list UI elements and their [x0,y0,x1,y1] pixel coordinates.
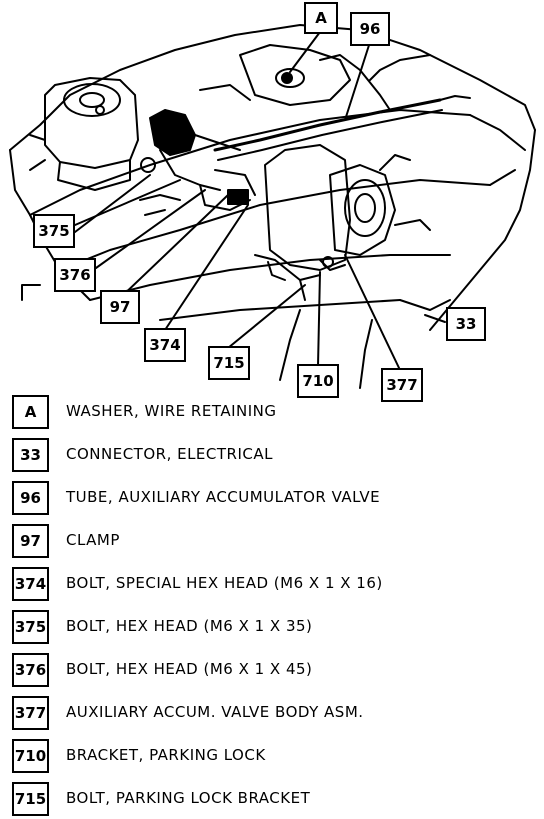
legend-row: 710 BRACKET, PARKING LOCK [0,736,544,776]
legend-code: 710 [12,739,49,773]
legend-row: 377 AUXILIARY ACCUM. VALVE BODY ASM. [0,693,544,733]
servo-housing [29,77,156,191]
electrical-connector [139,109,256,216]
legend-description: AUXILIARY ACCUM. VALVE BODY ASM. [66,703,364,721]
legend-code: 96 [12,481,49,515]
legend-row: 33 CONNECTOR, ELECTRICAL [0,435,544,475]
callout-374: 374 [144,328,186,362]
legend-description: TUBE, AUXILIARY ACCUMULATOR VALVE [66,488,381,506]
callout-33: 33 [446,307,486,341]
legend-description: WASHER, WIRE RETAINING [66,402,277,420]
callout-a: A [304,2,338,34]
callout-715: 715 [208,346,250,380]
callout-96: 96 [350,12,390,46]
legend-row: 97 CLAMP [0,521,544,561]
parking-lock-bracket [254,254,321,301]
transmission-exploded-view [9,24,536,389]
legend-code: 715 [12,782,49,816]
legend-row: 374 BOLT, SPECIAL HEX HEAD (M6 X 1 X 16) [0,564,544,604]
legend-description: BOLT, PARKING LOCK BRACKET [66,789,311,807]
callout-375: 375 [33,214,75,248]
callout-710: 710 [297,364,339,398]
valve-body-top [199,44,391,111]
legend-row: 375 BOLT, HEX HEAD (M6 X 1 X 35) [0,607,544,647]
legend-description: BOLT, HEX HEAD (M6 X 1 X 35) [66,617,313,635]
callout-97: 97 [100,290,140,324]
legend-code: A [12,395,49,429]
legend-row: 96 TUBE, AUXILIARY ACCUMULATOR VALVE [0,478,544,518]
legend-row: 715 BOLT, PARKING LOCK BRACKET [0,779,544,819]
legend-description: CLAMP [66,531,120,549]
leader-lines [74,31,446,371]
callout-376: 376 [54,258,96,292]
legend-description: CONNECTOR, ELECTRICAL [66,445,273,463]
legend-code: 375 [12,610,49,644]
legend-code: 377 [12,696,49,730]
legend-code: 376 [12,653,49,687]
legend-description: BRACKET, PARKING LOCK [66,746,266,764]
legend-code: 374 [12,567,49,601]
callout-377: 377 [381,368,423,402]
legend-row: 376 BOLT, HEX HEAD (M6 X 1 X 45) [0,650,544,690]
auxiliary-accumulator-valve-body [264,144,431,271]
legend-description: BOLT, SPECIAL HEX HEAD (M6 X 1 X 16) [66,574,383,592]
accumulator-tube [213,54,471,161]
legend-code: 97 [12,524,49,558]
legend-row: A WASHER, WIRE RETAINING [0,392,544,432]
legend-code: 33 [12,438,49,472]
legend-description: BOLT, HEX HEAD (M6 X 1 X 45) [66,660,313,678]
transmission-case [9,24,536,389]
